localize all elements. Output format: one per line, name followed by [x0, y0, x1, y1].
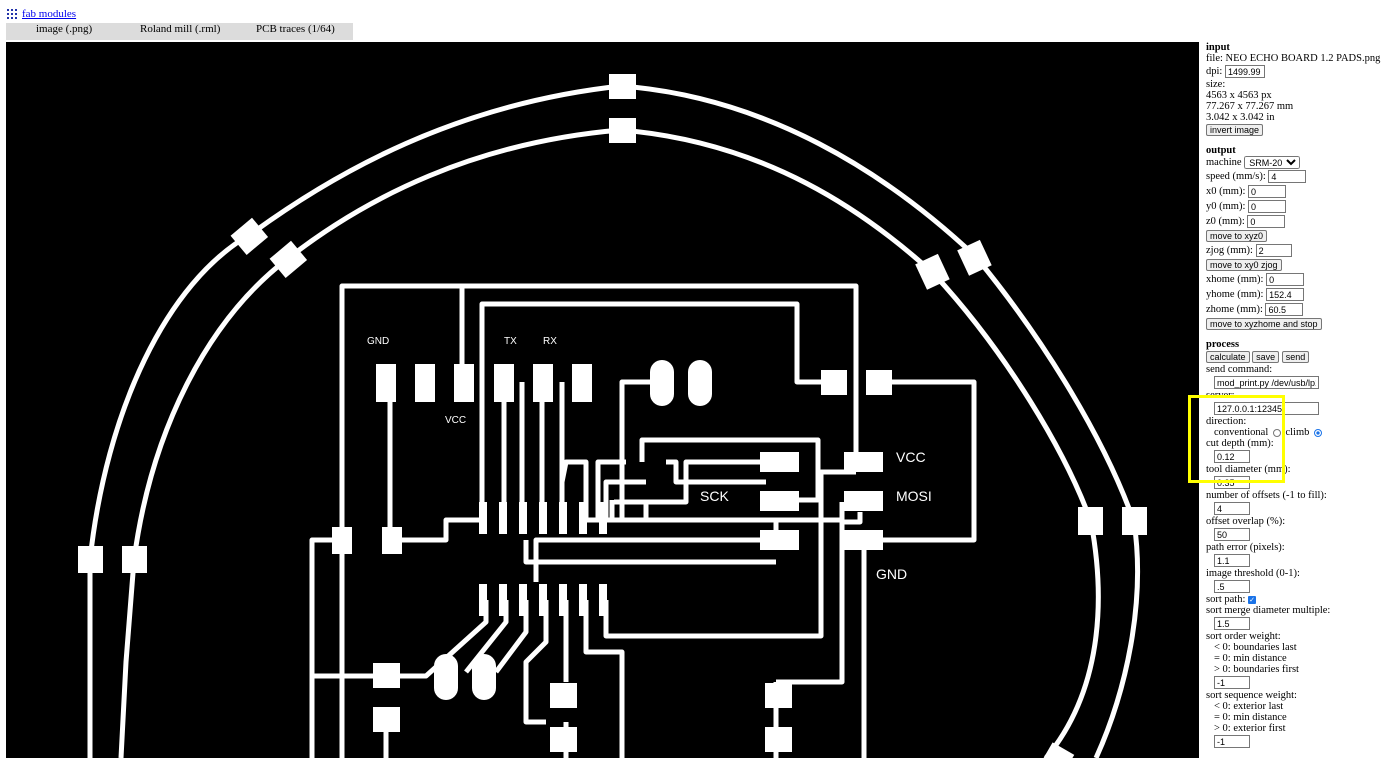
zjog-label: zjog (mm):	[1206, 244, 1253, 256]
zhome-label: zhome (mm):	[1206, 303, 1263, 315]
label-rx: RX	[543, 336, 557, 347]
label-vcc-header: VCC	[445, 415, 466, 426]
dpi-input[interactable]	[1224, 65, 1265, 78]
cut-depth-input[interactable]	[1214, 450, 1250, 463]
settings-panel: input file: NEO ECHO BOARD 1.2 PADS.png …	[1206, 42, 1385, 749]
seq-weight-label: sort sequence weight:	[1206, 690, 1297, 701]
path-error-label: path error (pixels):	[1206, 542, 1285, 553]
tool-diameter-label: tool diameter (mm):	[1206, 464, 1291, 475]
label-tx: TX	[504, 336, 517, 347]
x0-input[interactable]	[1248, 185, 1286, 198]
speed-input[interactable]	[1268, 170, 1307, 183]
input-heading: input	[1206, 42, 1230, 53]
seq-weight-input[interactable]	[1214, 735, 1250, 748]
order-gt-text: > 0: boundaries first	[1214, 664, 1299, 675]
merge-label: sort merge diameter multiple:	[1206, 605, 1331, 616]
offsets-label: number of offsets (-1 to fill):	[1206, 490, 1327, 501]
zhome-input[interactable]	[1265, 303, 1304, 316]
tab-image[interactable]: image (.png)	[36, 23, 93, 35]
inner-trace	[131, 127, 1101, 758]
offsets-input[interactable]	[1214, 502, 1250, 515]
fab-modules-logo-icon	[6, 8, 18, 20]
cut-depth-label: cut depth (mm):	[1206, 438, 1274, 449]
move-to-xyz0-button[interactable]: move to xyz0	[1206, 230, 1268, 242]
xhome-input[interactable]	[1266, 273, 1305, 286]
order-weight-label: sort order weight:	[1206, 631, 1281, 642]
tool-diameter-input[interactable]	[1214, 476, 1250, 489]
save-button[interactable]: save	[1252, 351, 1280, 363]
tab-roland-mill[interactable]: Roland mill (.rml)	[140, 23, 221, 35]
order-weight-input[interactable]	[1214, 676, 1250, 689]
seq-eq-text: = 0: min distance	[1214, 712, 1287, 723]
outer-trace	[87, 83, 1141, 758]
zjog-input[interactable]	[1255, 244, 1292, 257]
z0-input[interactable]	[1247, 215, 1286, 228]
y0-label: y0 (mm):	[1206, 200, 1246, 212]
merge-input[interactable]	[1214, 617, 1250, 630]
sort-path-checkbox[interactable]: ✓	[1248, 595, 1256, 604]
server-input[interactable]	[1214, 402, 1319, 415]
machine-label: machine	[1206, 156, 1242, 168]
y0-input[interactable]	[1248, 200, 1286, 213]
board-outline-trace	[339, 283, 859, 540]
size-in: 3.042 x 3.042 in	[1206, 112, 1275, 123]
conventional-label: conventional	[1214, 427, 1269, 438]
threshold-label: image threshold (0-1):	[1206, 568, 1300, 579]
process-heading: process	[1206, 339, 1240, 350]
sort-path-label: sort path:	[1206, 594, 1246, 605]
x0-label: x0 (mm):	[1206, 185, 1246, 197]
label-sck: SCK	[700, 488, 729, 504]
label-gnd: GND	[876, 566, 907, 582]
speed-label: speed (mm/s):	[1206, 170, 1266, 182]
climb-radio[interactable]	[1314, 428, 1323, 437]
overlap-label: offset overlap (%):	[1206, 516, 1286, 527]
send-command-input[interactable]	[1214, 376, 1319, 389]
seq-lt-text: < 0: exterior last	[1214, 701, 1284, 712]
label-vcc: VCC	[896, 449, 926, 465]
direction-label: direction:	[1206, 416, 1247, 427]
move-to-home-stop-button[interactable]: move to xyzhome and stop	[1206, 318, 1322, 330]
machine-select[interactable]: SRM-20	[1244, 156, 1301, 169]
server-label: server:	[1206, 390, 1235, 401]
path-error-input[interactable]	[1214, 554, 1250, 567]
size-px: 4563 x 4563 px	[1206, 90, 1272, 101]
order-eq-text: = 0: min distance	[1214, 653, 1287, 664]
pcb-image-canvas[interactable]: GND TX RX VCC VCC SCK MOSI GND	[6, 42, 1199, 758]
dpi-label: dpi:	[1206, 65, 1223, 77]
yhome-label: yhome (mm):	[1206, 288, 1264, 300]
conventional-radio[interactable]	[1272, 428, 1281, 437]
xhome-label: xhome (mm):	[1206, 273, 1264, 285]
move-to-xy0-zjog-button[interactable]: move to xy0 zjog	[1206, 259, 1282, 271]
label-mosi: MOSI	[896, 488, 932, 504]
send-button[interactable]: send	[1281, 351, 1310, 363]
calculate-button[interactable]: calculate	[1206, 351, 1250, 363]
yhome-input[interactable]	[1266, 288, 1305, 301]
overlap-input[interactable]	[1214, 528, 1250, 541]
order-lt-text: < 0: boundaries last	[1214, 642, 1297, 653]
send-command-label: send command:	[1206, 364, 1273, 375]
tab-pcb-traces[interactable]: PCB traces (1/64)	[256, 23, 335, 35]
input-file: file: NEO ECHO BOARD 1.2 PADS.png	[1206, 53, 1381, 64]
size-label: size:	[1206, 79, 1226, 90]
seq-gt-text: > 0: exterior first	[1214, 723, 1286, 734]
fab-modules-link[interactable]: fab modules	[22, 8, 77, 20]
z0-label: z0 (mm):	[1206, 215, 1245, 227]
label-gnd-top: GND	[367, 336, 389, 347]
module-breadcrumb: image (.png) Roland mill (.rml) PCB trac…	[6, 23, 353, 40]
header-bar: fab modules	[6, 6, 76, 22]
invert-image-button[interactable]: invert image	[1206, 124, 1264, 136]
threshold-input[interactable]	[1214, 580, 1250, 593]
output-heading: output	[1206, 145, 1236, 156]
climb-label: climb	[1285, 427, 1310, 438]
size-mm: 77.267 x 77.267 mm	[1206, 101, 1294, 112]
